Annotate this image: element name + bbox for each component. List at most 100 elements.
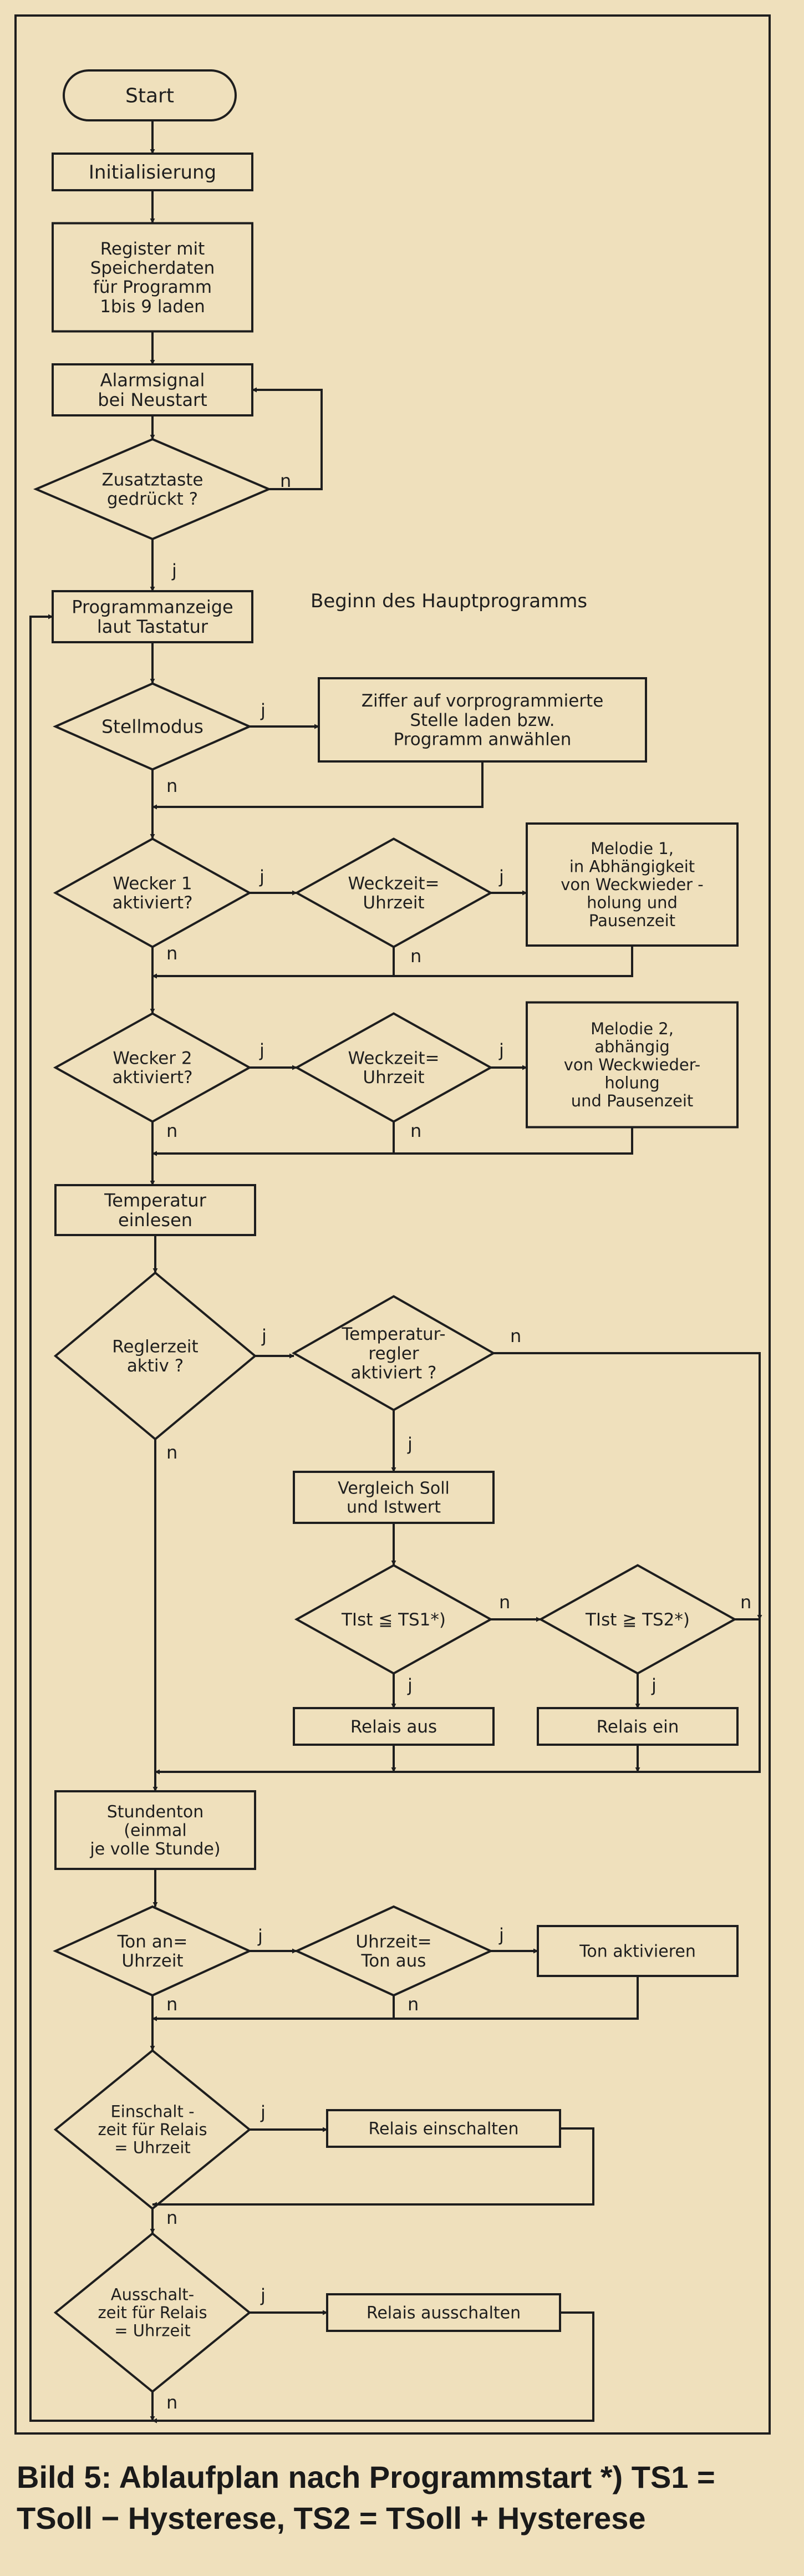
branch-label-yes: j xyxy=(257,1925,263,1947)
connector-line xyxy=(152,2311,594,2423)
node-text: Zusatztaste xyxy=(102,470,203,490)
decision-shape xyxy=(33,438,272,541)
branch-label-yes: j xyxy=(407,1434,413,1455)
node-text: Stundenton xyxy=(107,1802,203,1822)
process-shape xyxy=(54,1184,256,1236)
node-text: in Abhängigkeit xyxy=(569,857,695,876)
annotation-main-program: Beginn des Hauptprogramms xyxy=(311,590,587,612)
branch-label-yes: j xyxy=(259,866,264,887)
node-text: Wecker 2 xyxy=(113,1048,192,1068)
node-relein: Relais ein xyxy=(537,1707,739,1746)
node-text: Temperatur xyxy=(104,1190,207,1211)
branch-label-no: n xyxy=(166,775,177,796)
node-text: Speicherdaten xyxy=(90,258,215,278)
node-text: = Uhrzeit xyxy=(114,2321,191,2340)
branch-label-no: n xyxy=(408,1994,419,2015)
node-text: TIst ≧ TS2*) xyxy=(585,1610,690,1630)
process-shape xyxy=(537,1707,739,1746)
process-shape xyxy=(326,2109,561,2148)
node-text: Ton an= xyxy=(117,1932,188,1952)
node-text: abhängig xyxy=(594,1038,670,1056)
page-frame xyxy=(14,14,771,2435)
connector-line xyxy=(152,761,484,810)
node-start: Start xyxy=(63,69,237,121)
caption-line-1: Bild 5: Ablaufplan nach Programmstart *)… xyxy=(17,2460,715,2494)
node-text: holung xyxy=(604,1074,659,1093)
node-text: Melodie 1, xyxy=(591,839,674,858)
node-text: von Weckwieder- xyxy=(564,1055,700,1074)
terminal-shape xyxy=(63,69,237,121)
node-uhrton: Uhrzeit=Ton aus xyxy=(294,1905,493,1997)
node-text: aktiviert? xyxy=(112,1068,192,1088)
node-text: Wecker 1 xyxy=(113,873,192,893)
node-text: Uhrzeit xyxy=(121,1951,183,1971)
node-tonakt: Ton aktivieren xyxy=(537,1925,739,1977)
branch-label-yes: j xyxy=(498,1040,504,1061)
connector-line xyxy=(152,946,633,979)
connector-line xyxy=(152,1976,639,2021)
connector-line xyxy=(252,387,323,490)
process-shape xyxy=(526,822,739,947)
node-aussch: Ausschalt-zeit für Relais= Uhrzeit xyxy=(53,2232,252,2394)
node-relein2: Relais einschalten xyxy=(326,2109,561,2148)
node-text: Uhrzeit xyxy=(363,1068,424,1088)
branch-label-yes: j xyxy=(259,1040,264,1061)
node-text: Pausenzeit xyxy=(589,911,675,930)
branch-label-no: n xyxy=(740,1592,751,1613)
connector-line xyxy=(155,1618,761,1775)
decision-shape xyxy=(294,1905,493,1997)
node-text: aktiviert ? xyxy=(351,1363,437,1383)
decision-shape xyxy=(294,837,493,948)
node-weck2: Weckzeit=Uhrzeit xyxy=(294,1012,493,1123)
node-text: Register mit xyxy=(100,239,205,259)
node-text: Alarmsignal xyxy=(100,369,205,390)
node-text: = Uhrzeit xyxy=(114,2138,191,2157)
node-text: Weckzeit= xyxy=(348,873,440,893)
node-tonan: Ton an=Uhrzeit xyxy=(53,1905,252,1997)
node-text: Relais einschalten xyxy=(368,2120,518,2139)
node-text: Ton aus xyxy=(361,1951,426,1971)
node-text: je volle Stunde) xyxy=(89,1840,220,1859)
node-text: Temperatur- xyxy=(341,1324,445,1344)
decision-shape xyxy=(294,1564,493,1675)
connector-line xyxy=(29,614,152,2422)
process-shape xyxy=(52,363,253,416)
branch-label-yes: j xyxy=(261,1325,267,1347)
decision-shape xyxy=(53,2232,252,2394)
node-text: Initialisierung xyxy=(89,161,216,184)
node-weck1: Weckzeit=Uhrzeit xyxy=(294,837,493,948)
node-text: 1bis 9 laden xyxy=(100,297,205,317)
node-text: bei Neustart xyxy=(98,389,207,410)
node-text: Relais aus xyxy=(350,1717,437,1737)
branch-label-no: n xyxy=(166,2207,177,2228)
figure-caption: Bild 5: Ablaufplan nach Programmstart *)… xyxy=(17,2457,793,2539)
node-text: aktiv ? xyxy=(127,1356,184,1376)
node-text: von Weckwieder - xyxy=(561,875,704,894)
branch-label-yes: j xyxy=(260,2285,266,2306)
connectors xyxy=(29,120,762,2423)
connector-line xyxy=(152,1995,395,2021)
node-text: einlesen xyxy=(118,1210,192,1231)
node-text: gedrückt ? xyxy=(107,489,198,509)
node-text: für Programm xyxy=(93,277,212,297)
node-text: Einschalt - xyxy=(110,2102,194,2121)
connector-line xyxy=(152,2127,594,2207)
node-text: Stellmodus xyxy=(101,716,203,738)
branch-label-yes: j xyxy=(651,1675,657,1696)
node-text: Ziffer auf vorprogrammierte xyxy=(362,691,604,711)
node-text: regler xyxy=(368,1344,419,1364)
branch-label-no: n xyxy=(166,943,177,964)
node-text: Start xyxy=(125,85,174,108)
